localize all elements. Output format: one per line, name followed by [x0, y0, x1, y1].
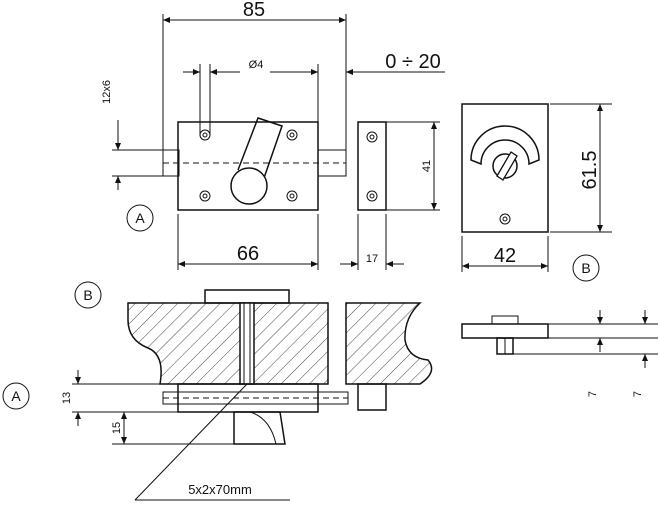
dim-17-label: 17 [366, 253, 378, 265]
dim-travel-label: 0 ÷ 20 [385, 51, 440, 73]
view-label-b-left: B [83, 287, 92, 303]
dim-13-15 [72, 370, 234, 445]
dim-85 [162, 14, 347, 150]
dim-66-label: 66 [237, 243, 259, 265]
keeper-view [340, 121, 440, 270]
view-label-b: B [581, 260, 590, 276]
view-label-b-circle [572, 254, 600, 282]
dim-15-label: 15 [111, 422, 123, 434]
plate-side-view [461, 310, 658, 368]
dim-66 [177, 214, 319, 270]
dim-85-label: 85 [243, 0, 265, 21]
dim-diameter-4 [183, 64, 315, 135]
view-label-a-left: A [11, 388, 21, 404]
dim-13-label: 13 [61, 392, 73, 404]
lock-body-front-view [162, 117, 347, 211]
dim-0-20 [292, 64, 445, 150]
view-label-a-circle [126, 204, 154, 232]
dim-7a-label: 7 [587, 391, 599, 397]
spindle-label: 5x2x70mm [188, 482, 252, 497]
dim-7b-label: 7 [632, 391, 644, 397]
view-label-b-left-circle [74, 281, 102, 309]
dim-12x6 [112, 120, 163, 190]
indicator-plate-view [461, 103, 612, 272]
view-label-a: A [135, 210, 145, 226]
view-label-a-left-circle [2, 382, 30, 410]
dim-41-label: 41 [421, 160, 433, 172]
dim-diameter-label: Ø4 [249, 59, 264, 71]
dim-42-label: 42 [494, 245, 516, 267]
dim-12x6-label: 12x6 [101, 80, 113, 104]
dim-61-5-label: 61.5 [579, 151, 601, 190]
door-section-view [127, 289, 433, 501]
